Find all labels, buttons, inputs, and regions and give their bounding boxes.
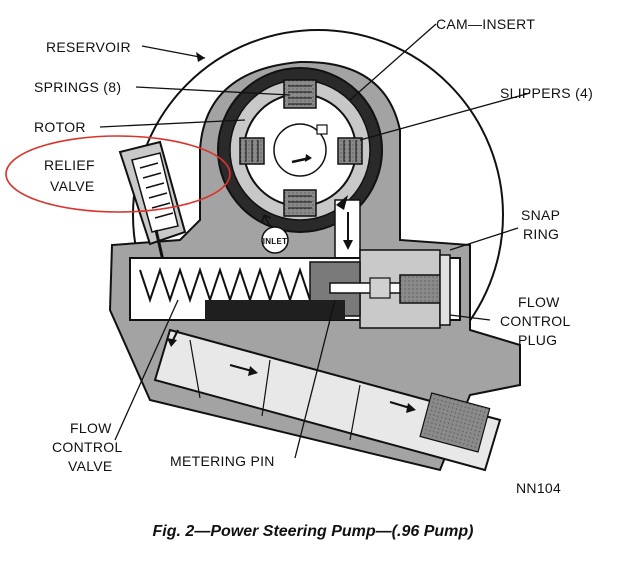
label-snap-ring-line2: RING <box>523 226 559 242</box>
inlet-marker: INLET <box>261 214 289 254</box>
label-cam-insert: CAM—INSERT <box>436 16 535 32</box>
label-flow-control-plug-line1: FLOW <box>518 294 560 310</box>
label-flow-control-plug-line3: PLUG <box>518 332 557 348</box>
slipper-right <box>337 137 363 165</box>
label-flow-control-valve-line3: VALVE <box>68 458 113 474</box>
leader-lines <box>99 23 531 459</box>
slipper-top <box>283 79 317 109</box>
relief-valve-highlight <box>5 135 231 213</box>
flow-control-spring <box>139 266 311 304</box>
label-rotor: ROTOR <box>34 119 86 135</box>
figure-code: NN104 <box>516 480 561 496</box>
label-flow-control-plug-line2: CONTROL <box>500 313 571 329</box>
slipper-bottom <box>283 189 317 217</box>
label-snap-ring-line1: SNAP <box>521 207 560 223</box>
relief-valve <box>118 140 187 301</box>
label-reservoir: RESERVOIR <box>46 39 131 55</box>
metering-pin <box>329 277 441 299</box>
label-flow-control-valve-line1: FLOW <box>70 420 112 436</box>
label-metering-pin: METERING PIN <box>170 453 275 469</box>
figure-caption: Fig. 2—Power Steering Pump—(.96 Pump) <box>153 523 474 540</box>
label-springs: SPRINGS (8) <box>34 79 121 95</box>
label-relief-valve-line1: RELIEF <box>44 157 95 173</box>
slipper-left <box>239 137 265 165</box>
label-slippers: SLIPPERS (4) <box>500 85 593 101</box>
label-relief-valve-line2: VALVE <box>50 178 95 194</box>
inlet-label: INLET <box>263 237 288 246</box>
label-flow-control-valve-line2: CONTROL <box>52 439 123 455</box>
flow-control-plug <box>399 254 451 326</box>
outlet-tube <box>153 328 502 472</box>
